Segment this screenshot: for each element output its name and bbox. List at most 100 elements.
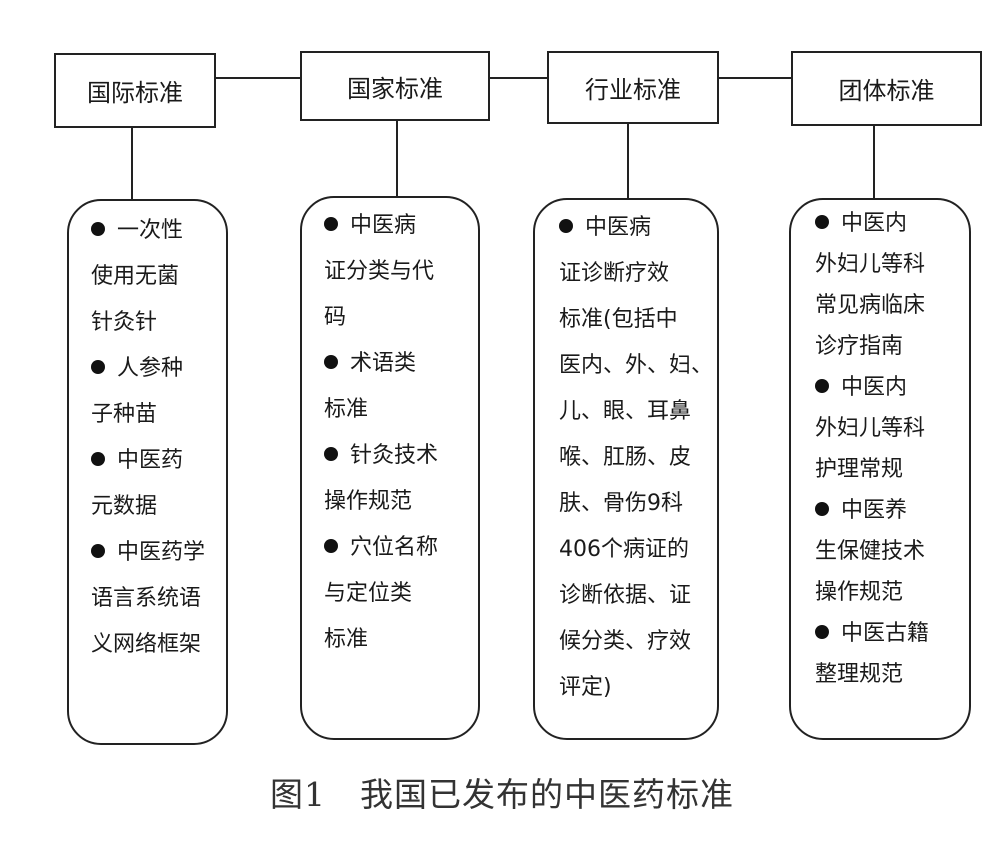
category-label: 团体标准 [838, 77, 935, 105]
bullet-icon [324, 447, 338, 461]
list-item-text: 中医药学 [117, 540, 206, 565]
list-item-text: 常见病临床 [815, 293, 926, 318]
list-item-continuation: 标准(包括中 [535, 305, 717, 335]
list-item-text: 整理规范 [815, 662, 904, 687]
list-item-text: 医内、外、妇、 [559, 353, 714, 378]
list-item-text: 证分类与代 [324, 259, 435, 284]
figure-caption: 图1 我国已发布的中医药标准 [270, 775, 734, 814]
list-item-text: 中医古籍 [841, 621, 930, 646]
category-header-national: 国家标准 [300, 51, 490, 121]
list-item-text: 生保健技术 [815, 539, 926, 564]
bullet-icon [815, 502, 829, 516]
list-item-continuation: 儿、眼、耳鼻 [535, 397, 717, 427]
list-item-text: 中医养 [841, 498, 908, 523]
list-item-continuation: 操作规范 [791, 578, 969, 608]
list-item-continuation: 操作规范 [302, 487, 478, 517]
list-item-continuation: 候分类、疗效 [535, 627, 717, 657]
list-item-continuation: 诊断依据、证 [535, 581, 717, 611]
list-item-text: 操作规范 [324, 489, 413, 514]
list-item-text: 针灸技术 [350, 443, 439, 468]
list-item: 人参种 [69, 354, 226, 384]
list-item-text: 候分类、疗效 [559, 629, 692, 654]
list-item: 中医病 [535, 213, 717, 243]
standards-list-international: 一次性使用无菌针灸针人参种子种苗中医药元数据中医药学语言系统语义网络框架 [67, 199, 228, 745]
list-item: 术语类 [302, 349, 478, 379]
list-item-text: 中医内 [841, 211, 908, 236]
bullet-icon [91, 452, 105, 466]
category-header-international: 国际标准 [54, 53, 216, 128]
list-item: 中医药学 [69, 538, 226, 568]
list-item-text: 操作规范 [815, 580, 904, 605]
list-item-text: 语言系统语 [91, 586, 202, 611]
list-item-text: 标准 [324, 627, 369, 652]
bullet-icon [324, 539, 338, 553]
list-item-text: 肤、骨伤9科 [559, 491, 683, 516]
category-label: 国家标准 [347, 74, 443, 103]
bullet-icon [91, 360, 105, 374]
list-item-continuation: 针灸针 [69, 308, 226, 338]
category-header-industry: 行业标准 [547, 51, 719, 124]
bullet-icon [815, 379, 829, 393]
list-item-text: 诊断依据、证 [559, 583, 692, 608]
list-item-text: 码 [324, 305, 347, 330]
list-item-continuation: 整理规范 [791, 660, 969, 690]
list-item-text: 人参种 [117, 356, 184, 381]
bullet-icon [324, 355, 338, 369]
list-item-text: 一次性 [117, 218, 184, 243]
list-item: 中医药 [69, 446, 226, 476]
list-item-text: 术语类 [350, 351, 417, 376]
list-item-continuation: 标准 [302, 395, 478, 425]
list-item-continuation: 使用无菌 [69, 262, 226, 292]
list-item-text: 针灸针 [91, 310, 158, 335]
list-item-text: 儿、眼、耳鼻 [559, 399, 692, 424]
list-item: 中医内 [791, 373, 969, 403]
list-item-continuation: 与定位类 [302, 579, 478, 609]
standards-list-group: 中医内外妇儿等科常见病临床诊疗指南中医内外妇儿等科护理常规中医养生保健技术操作规… [789, 198, 971, 740]
list-item-continuation: 肤、骨伤9科 [535, 489, 717, 519]
bullet-icon [324, 217, 338, 231]
list-item-continuation: 义网络框架 [69, 630, 226, 660]
bullet-icon [559, 219, 573, 233]
list-item-text: 中医病 [350, 213, 417, 238]
list-item-text: 标准(包括中 [559, 307, 678, 332]
list-item-text: 与定位类 [324, 581, 413, 606]
list-item-continuation: 406个病证的 [535, 535, 717, 565]
list-item-text: 喉、肛肠、皮 [559, 445, 692, 470]
bullet-icon [91, 544, 105, 558]
list-item-continuation: 喉、肛肠、皮 [535, 443, 717, 473]
list-item-text: 证诊断疗效 [559, 261, 670, 286]
list-item: 中医养 [791, 496, 969, 526]
bullet-icon [815, 215, 829, 229]
list-item: 中医内 [791, 209, 969, 239]
list-item-continuation: 生保健技术 [791, 537, 969, 567]
bullet-icon [815, 625, 829, 639]
list-item: 一次性 [69, 216, 226, 246]
list-item-text: 评定) [559, 675, 612, 700]
list-item-text: 中医内 [841, 375, 908, 400]
list-item-text: 中医病 [585, 215, 652, 240]
list-item-continuation: 诊疗指南 [791, 332, 969, 362]
list-item-text: 诊疗指南 [815, 334, 904, 359]
list-item-continuation: 护理常规 [791, 455, 969, 485]
list-item-continuation: 证诊断疗效 [535, 259, 717, 289]
list-item: 中医古籍 [791, 619, 969, 649]
standards-list-industry: 中医病证诊断疗效标准(包括中医内、外、妇、儿、眼、耳鼻喉、肛肠、皮肤、骨伤9科 4… [533, 198, 719, 740]
list-item-continuation: 证分类与代 [302, 257, 478, 287]
list-item-continuation: 外妇儿等科 [791, 414, 969, 444]
list-item-continuation: 评定) [535, 673, 717, 703]
list-item-continuation: 常见病临床 [791, 291, 969, 321]
list-item-text: 外妇儿等科 [815, 416, 926, 441]
list-item-text: 标准 [324, 397, 369, 422]
list-item-text: 406个病证的 [559, 537, 689, 562]
list-item: 穴位名称 [302, 533, 478, 563]
category-label: 国际标准 [87, 79, 183, 107]
list-item-text: 中医药 [117, 448, 184, 473]
standards-list-national: 中医病证分类与代码术语类标准针灸技术操作规范穴位名称与定位类标准 [300, 196, 480, 740]
list-item-text: 义网络框架 [91, 632, 202, 657]
list-item-text: 穴位名称 [350, 535, 439, 560]
list-item-continuation: 子种苗 [69, 400, 226, 430]
list-item-text: 元数据 [91, 494, 158, 519]
category-label: 行业标准 [585, 76, 681, 104]
list-item-continuation: 外妇儿等科 [791, 250, 969, 280]
list-item-continuation: 码 [302, 303, 478, 333]
